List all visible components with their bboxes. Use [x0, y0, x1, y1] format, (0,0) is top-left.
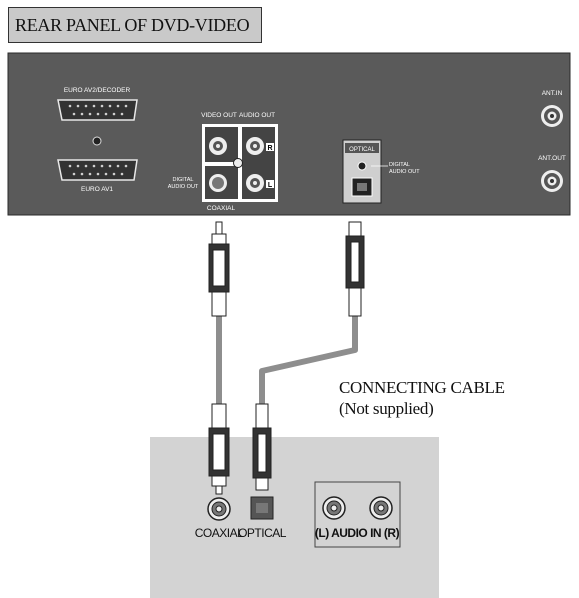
rear-panel — [7, 52, 571, 216]
scart-connector-av2 — [57, 99, 138, 121]
cable-label-line1: CONNECTING CABLE — [339, 378, 505, 397]
label-optical-panel: OPTICAL — [349, 147, 375, 153]
optical-screw-icon — [357, 161, 367, 171]
cable-label-line2: (Not supplied) — [339, 399, 433, 418]
ground-screw-icon — [233, 158, 243, 168]
label-optical-audio-out: AUDIO OUT — [389, 169, 420, 175]
r-badge — [266, 143, 274, 151]
label-audio-out: AUDIO OUT — [239, 112, 275, 119]
receiver-label-coaxial: COAXIAL — [195, 526, 244, 540]
audio-in-l-jack — [322, 496, 346, 520]
label-digital: DIGITAL — [173, 177, 194, 183]
video-out-jack — [209, 137, 227, 155]
receiver-optical-inner — [256, 503, 268, 513]
optical-port-inner — [357, 183, 367, 191]
label-euro-av1: EURO AV1 — [81, 186, 113, 193]
label-coaxial-panel: COAXIAL — [207, 205, 236, 212]
receiver-coaxial-jack — [207, 497, 231, 521]
receiver-panel — [150, 437, 439, 598]
label-ant-out: ANT.OUT — [538, 155, 566, 162]
label-l: L — [268, 182, 273, 189]
coaxial-out-jack — [209, 174, 227, 192]
coaxial-plug-bottom — [208, 403, 230, 495]
l-badge — [266, 180, 274, 188]
screw-icon — [92, 136, 102, 146]
page-title: REAR PANEL OF DVD-VIDEO — [8, 7, 262, 43]
label-ant-in: ANT.IN — [542, 90, 563, 97]
ant-in-jack — [541, 105, 563, 127]
audio-out-l-jack — [246, 174, 264, 192]
label-digital-audio-out: AUDIO OUT — [168, 184, 199, 190]
audio-out-r-jack — [246, 137, 264, 155]
coaxial-plug-top — [208, 221, 230, 317]
optical-cable — [259, 315, 358, 404]
label-r: R — [267, 145, 272, 152]
optical-plug-top — [345, 221, 365, 317]
optical-label-bar — [345, 143, 379, 153]
label-euro-av2: EURO AV2/DECODER — [64, 87, 131, 94]
receiver-label-audio-in: (L) AUDIO IN (R) — [315, 526, 400, 540]
scart-connector-av1 — [57, 159, 138, 181]
audio-in-block — [314, 481, 401, 548]
ant-out-jack — [541, 170, 563, 192]
optical-plug-bottom — [252, 403, 272, 491]
receiver-label-optical: OPTICAL — [238, 526, 287, 540]
label-optical-digital: DIGITAL — [389, 162, 410, 168]
audio-in-r-jack — [369, 496, 393, 520]
label-video-out: VIDEO OUT — [201, 112, 237, 119]
